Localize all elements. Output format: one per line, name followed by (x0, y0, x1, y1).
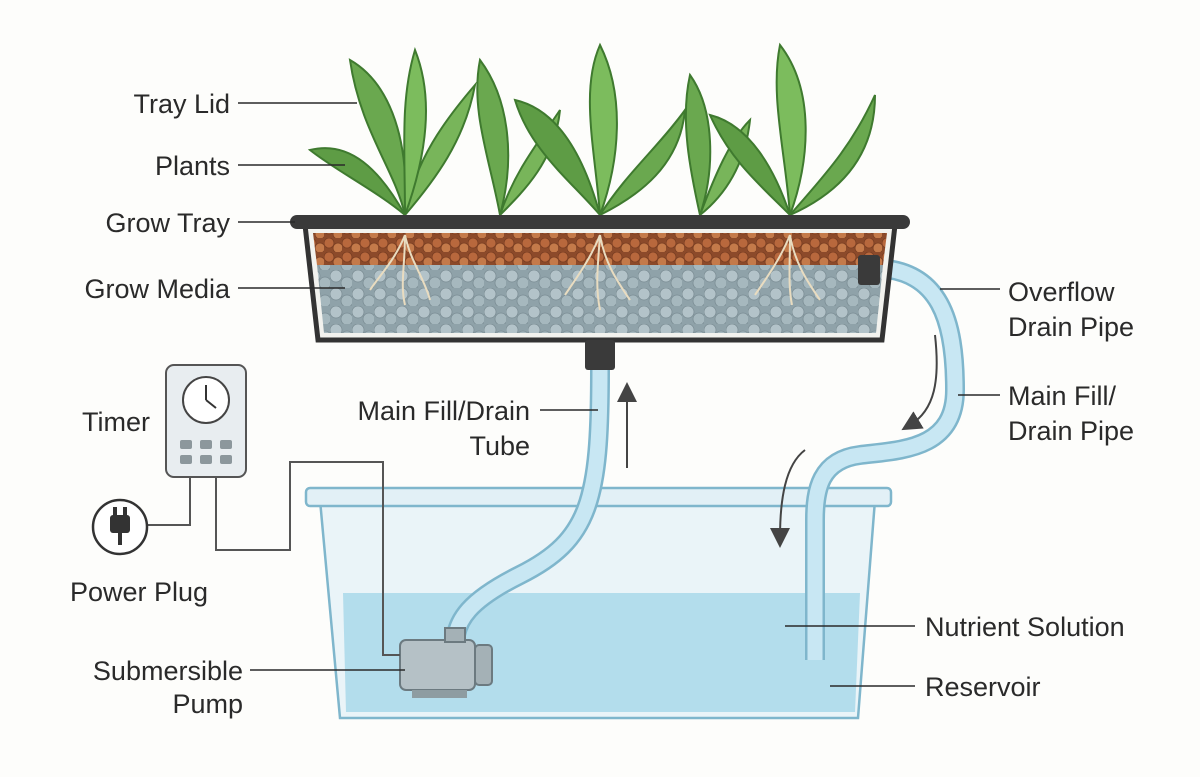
label-grow-tray: Grow Tray (105, 208, 230, 238)
label-submersible-pump-line1: Submersible (93, 656, 243, 686)
label-power-plug: Power Plug (70, 577, 208, 607)
label-plants: Plants (155, 151, 230, 181)
clay-pebble-layer (313, 233, 887, 265)
power-plug-icon (91, 498, 149, 556)
grow-tray (290, 215, 910, 370)
label-reservoir: Reservoir (925, 672, 1041, 702)
label-submersible-pump-line2: Pump (172, 689, 243, 719)
timer-to-pump-cable (215, 461, 400, 656)
label-overflow-drain-pipe-line1: Overflow (1008, 277, 1115, 307)
plug-to-timer-cable (140, 478, 191, 526)
label-tray-lid: Tray Lid (133, 89, 230, 119)
submersible-pump (399, 627, 493, 698)
label-overflow-drain-pipe-line2: Drain Pipe (1008, 312, 1134, 342)
reservoir (304, 486, 893, 720)
leader-lines (238, 102, 1000, 687)
label-grow-media: Grow Media (84, 274, 231, 304)
label-main-fill-drain-pipe-line1: Main Fill/ (1008, 381, 1117, 411)
label-nutrient-solution: Nutrient Solution (925, 612, 1125, 642)
clock-icon (182, 376, 230, 424)
grow-media (317, 265, 883, 333)
plants (307, 42, 876, 219)
roots (369, 234, 821, 311)
label-timer: Timer (82, 407, 150, 437)
tray-lid (290, 215, 910, 229)
label-main-fill-drain-tube-line1: Main Fill/Drain (357, 396, 530, 426)
label-main-fill-drain-tube-line2: Tube (469, 431, 530, 461)
main-fill-drain-tube (445, 360, 610, 655)
timer-device (165, 364, 247, 478)
overflow-drain-pipe (805, 258, 966, 660)
label-main-fill-drain-pipe-line2: Drain Pipe (1008, 416, 1134, 446)
flow-arrow-icon (617, 334, 938, 548)
